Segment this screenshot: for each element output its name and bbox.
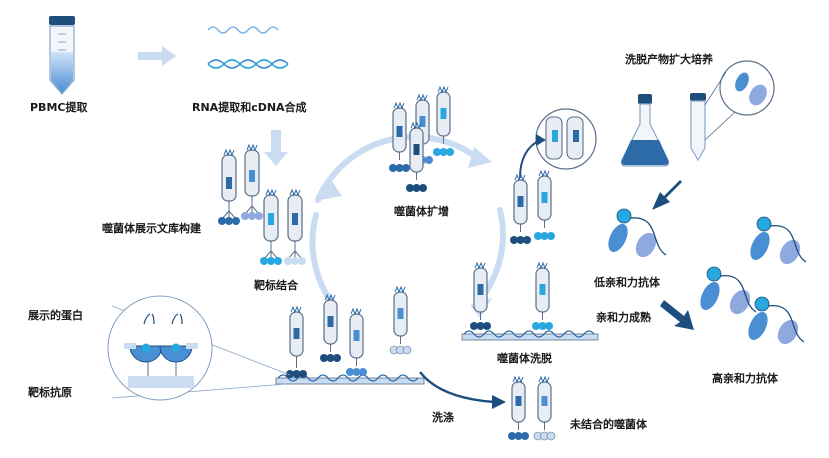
- rna-strand-icon: [207, 26, 279, 34]
- low-affinity-antibody-group: [608, 208, 667, 258]
- label-target-antigen: 靶标抗原: [28, 386, 72, 399]
- arrow-rna-to-library: [264, 130, 288, 166]
- arrow-culture-to-antibody: [652, 180, 682, 210]
- eluted-phage-group: [470, 261, 553, 330]
- high-affinity-antibody-group: [700, 216, 807, 345]
- cdna-helix-icon: [207, 59, 289, 69]
- elution-plate: [461, 330, 599, 341]
- binding-phage-group: [286, 285, 412, 378]
- bacteria-zoom-icon: [535, 108, 597, 170]
- flask-icon: [620, 94, 670, 167]
- label-high-affinity: 高亲和力抗体: [712, 372, 778, 385]
- label-displayed-protein: 展示的蛋白: [28, 309, 83, 322]
- library-phage-group: [218, 143, 306, 265]
- arrow-maturation: [660, 300, 694, 330]
- antigen-zoom-icon: [107, 295, 213, 401]
- label-rna: RNA提取和cDNA合成: [192, 101, 307, 114]
- unbound-phage-group: [508, 375, 556, 441]
- amplified-phage-group: [389, 85, 454, 192]
- centrifuge-tube-icon: [690, 93, 706, 162]
- label-low-affinity: 低亲和力抗体: [594, 276, 660, 289]
- label-culture: 洗脱产物扩大培养: [625, 53, 713, 66]
- bacteria-zoom-right-icon: [704, 60, 775, 141]
- eluting-phage-group: [510, 169, 555, 244]
- label-binding: 靶标结合: [254, 279, 298, 292]
- label-maturation: 亲和力成熟: [596, 311, 651, 324]
- label-wash: 洗涤: [432, 411, 454, 424]
- arrow-pbmc-to-rna: [138, 46, 176, 66]
- label-library: 噬菌体展示文库构建: [102, 222, 201, 235]
- pbmc-tube-icon: [49, 16, 75, 95]
- label-elution: 噬菌体洗脱: [497, 352, 552, 365]
- arrow-wash: [419, 371, 495, 404]
- label-pbmc: PBMC提取: [30, 101, 88, 114]
- label-unbound: 未结合的噬菌体: [570, 418, 647, 431]
- label-amplify: 噬菌体扩增: [394, 205, 449, 218]
